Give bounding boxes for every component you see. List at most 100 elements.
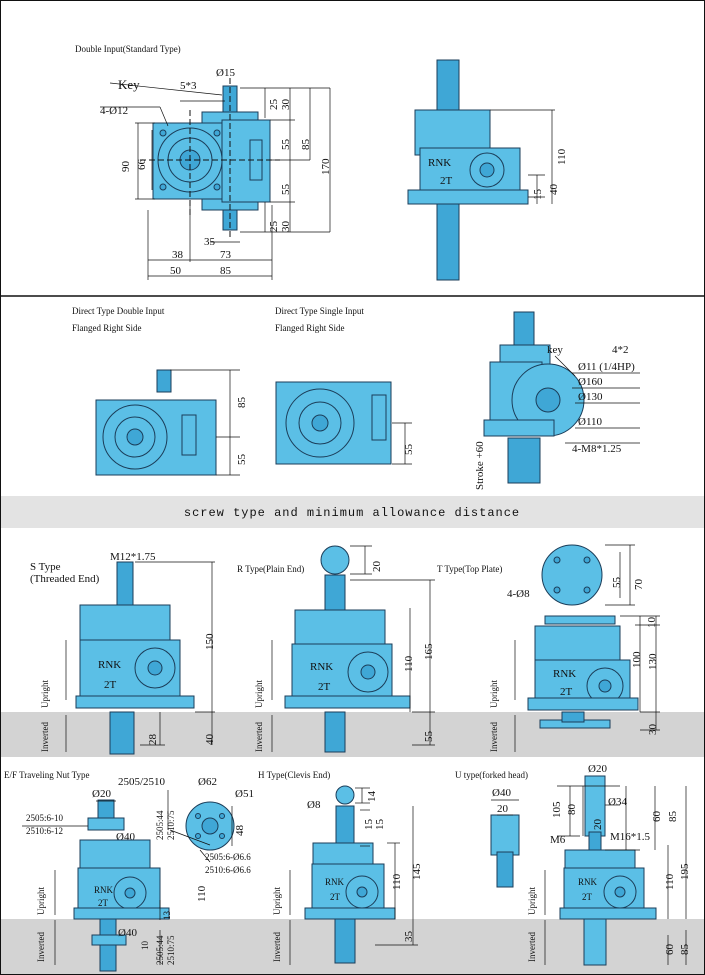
s-thread: M12*1.75 <box>110 551 156 563</box>
t-dim-130: 130 <box>647 653 659 670</box>
dim-55-bottom: 55 <box>280 184 292 196</box>
u-title: U type(forked head) <box>455 770 528 780</box>
stroke-tube <box>507 437 541 484</box>
ef-title: E/F Traveling Nut Type <box>4 770 89 780</box>
u-type-view <box>544 775 687 966</box>
u-m6: M6 <box>550 834 566 846</box>
fork-upper <box>490 814 520 856</box>
t-dim-10: 10 <box>646 617 658 629</box>
holes-label: 4-Ø12 <box>100 105 128 117</box>
shaft <box>598 679 612 693</box>
r-dim-165: 165 <box>423 643 435 660</box>
h-15b: 15 <box>374 819 386 831</box>
shaft <box>360 664 376 680</box>
key-label: Key <box>118 77 140 92</box>
ef-44: 2505:44 <box>155 810 165 840</box>
side-model: 2T <box>440 175 453 187</box>
s-title-1: S Type <box>30 561 61 573</box>
s-dim-28: 28 <box>147 734 159 746</box>
ef-d51: Ø51 <box>235 788 254 800</box>
section-end-types: E/F Traveling Nut Type 2505/2510 Ø20 250… <box>4 763 691 972</box>
t-type-view <box>514 544 660 752</box>
t-brand: RNK <box>553 668 576 680</box>
side-dim-40: 40 <box>548 184 560 196</box>
plate-side <box>544 615 616 625</box>
bore <box>126 428 144 446</box>
ef-66b: 2510:6-Ø6.6 <box>205 865 251 875</box>
u-80: 80 <box>566 804 578 816</box>
u-60a: 60 <box>651 811 663 823</box>
r-brand: RNK <box>310 661 333 673</box>
ef-d62: Ø62 <box>198 776 217 788</box>
h-type-view <box>289 785 418 965</box>
dd-dim-55: 55 <box>236 454 248 466</box>
mount-hole <box>213 129 221 137</box>
u-brand: RNK <box>578 877 598 887</box>
s-title-2: (Threaded End) <box>30 573 100 585</box>
lower-nut <box>91 934 127 946</box>
inverted-band <box>0 712 705 757</box>
ef-26b: 2510:6-12 <box>26 826 63 836</box>
top-view <box>100 78 331 280</box>
base <box>75 695 195 709</box>
motor-d110: Ø110 <box>578 416 603 428</box>
base <box>527 697 639 711</box>
worm-shaft <box>479 162 495 178</box>
side-dim-15: 15 <box>532 189 544 201</box>
u-d20: Ø20 <box>588 763 607 775</box>
direct-single-title-1: Direct Type Single Input <box>275 306 364 316</box>
t-model: 2T <box>560 686 573 698</box>
screw-upper <box>436 59 460 111</box>
u-fork-detail <box>490 799 520 888</box>
u-105: 105 <box>551 801 563 818</box>
dim-170: 170 <box>320 158 332 175</box>
ef-d40b: Ø40 <box>118 927 137 939</box>
dim-66: 66 <box>136 159 148 171</box>
u-upright: Upright <box>527 887 537 915</box>
window <box>371 394 387 441</box>
nut-face-hole <box>195 833 201 839</box>
ef-model: 2T <box>98 898 109 908</box>
fork-lower <box>496 851 514 888</box>
dim-30-top: 30 <box>280 99 292 111</box>
ef-48: 48 <box>234 825 246 837</box>
ef-view <box>22 790 170 972</box>
nut-face-hole <box>195 813 201 819</box>
s-type-view <box>65 561 215 755</box>
u-inverted: Inverted <box>527 932 537 962</box>
ef-brand: RNK <box>94 885 114 895</box>
s-dim-150: 150 <box>204 633 216 650</box>
h-inverted: Inverted <box>272 932 282 962</box>
h-d8: Ø8 <box>307 799 321 811</box>
screw-lower <box>436 199 460 281</box>
shaft <box>614 886 626 898</box>
plain-end <box>320 545 350 575</box>
cover <box>79 839 151 873</box>
ef-d20: Ø20 <box>92 788 111 800</box>
lower-screw <box>324 711 346 753</box>
ef-110: 110 <box>196 885 208 902</box>
u-20a: 20 <box>497 803 509 815</box>
motor-shaft-dia: Ø11 (1/4HP) <box>578 361 635 373</box>
section-title: Double Input(Standard Type) <box>75 44 181 54</box>
ef-10: 10 <box>140 941 150 951</box>
mount-hole <box>159 183 167 191</box>
dim-55-top: 55 <box>280 139 292 151</box>
clevis-rod <box>335 805 355 847</box>
r-upright: Upright <box>254 680 264 708</box>
nut-face-bore <box>201 817 219 835</box>
nut-flange <box>87 817 125 831</box>
t-upright: Upright <box>489 680 499 708</box>
s-model: 2T <box>104 679 117 691</box>
shaft-dia-label: Ø15 <box>216 67 235 79</box>
t-dim-55: 55 <box>611 577 623 589</box>
plate-hole <box>553 556 561 564</box>
dim-35: 35 <box>204 236 216 248</box>
direct-double-title-1: Direct Type Double Input <box>72 306 165 316</box>
s-inverted: Inverted <box>40 722 50 752</box>
t-title: T Type(Top Plate) <box>437 564 502 574</box>
h-15a: 15 <box>363 819 375 831</box>
motor-view <box>483 311 640 484</box>
shaft <box>356 886 368 898</box>
u-195: 195 <box>679 863 691 880</box>
